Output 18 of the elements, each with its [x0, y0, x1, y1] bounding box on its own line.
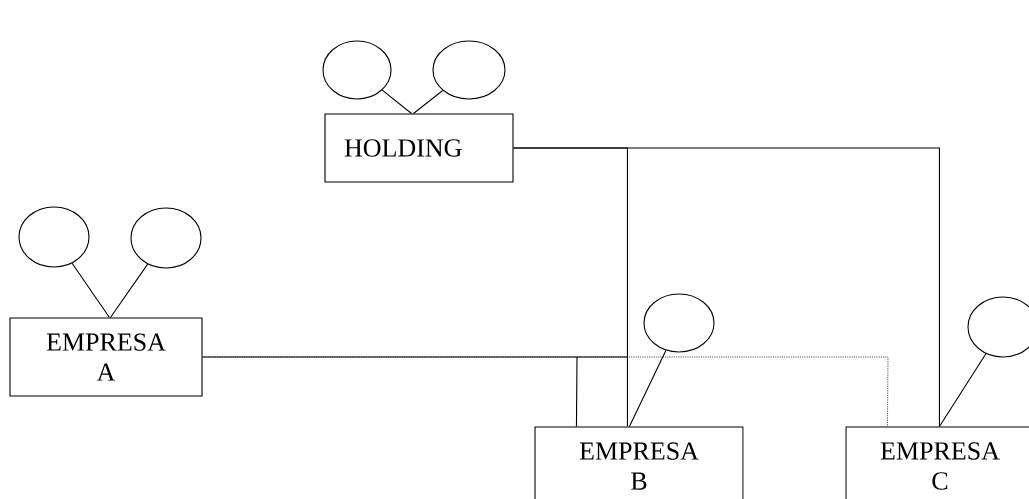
- entity-box: EMPRESA A: [9, 317, 203, 397]
- connector-line: [513, 147, 940, 427]
- connector-line: [202, 356, 629, 427]
- entity-box: EMPRESA C: [845, 426, 1029, 499]
- connector-line: [109, 263, 149, 318]
- connector-line: [412, 90, 444, 114]
- connector-line: [202, 356, 889, 427]
- connector-line: [381, 89, 412, 114]
- connector-line: [628, 349, 667, 427]
- attribute-ellipse: [130, 207, 202, 269]
- attribute-ellipse: [322, 40, 392, 100]
- entity-box: EMPRESA B: [534, 426, 744, 499]
- entity-box: HOLDING: [324, 113, 514, 183]
- attribute-ellipse: [432, 40, 506, 100]
- attribute-ellipse: [643, 293, 715, 353]
- connector-line: [71, 262, 110, 318]
- connector-line: [938, 353, 987, 427]
- attribute-ellipse: [18, 206, 90, 268]
